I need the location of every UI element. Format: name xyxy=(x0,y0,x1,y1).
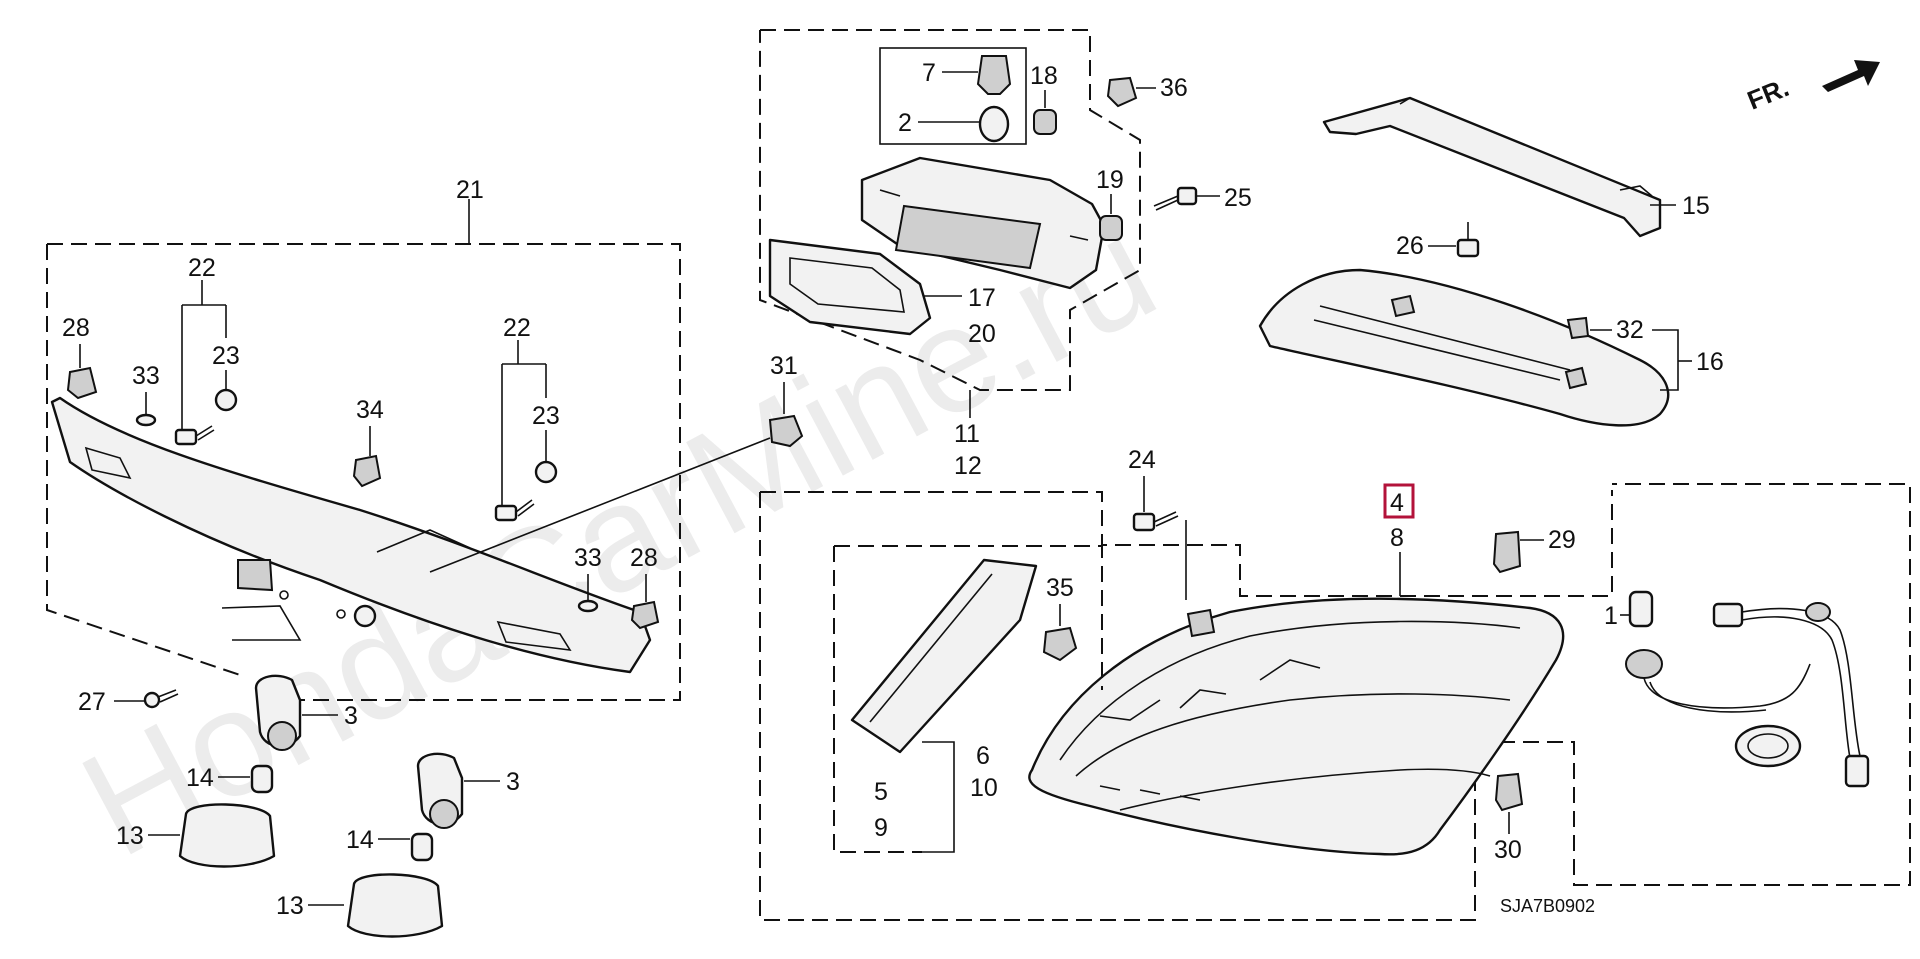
washer-33-right xyxy=(577,599,599,613)
grommet-18 xyxy=(1033,109,1057,135)
label-2: 2 xyxy=(898,109,912,137)
bolt-22-left xyxy=(174,425,215,446)
trim-5 xyxy=(850,558,1038,754)
label-9: 9 xyxy=(874,814,888,842)
license-light-left: 3 14 13 xyxy=(116,674,358,868)
screw-27: 27 xyxy=(78,688,179,716)
socket-7 xyxy=(976,55,1012,95)
nut-29 xyxy=(1492,530,1522,574)
cover-16: 32 16 xyxy=(1258,268,1724,427)
label-33: 33 xyxy=(132,362,160,390)
label-36: 36 xyxy=(1160,74,1188,102)
label-23: 23 xyxy=(532,402,560,430)
bolt-22-right xyxy=(494,499,535,522)
clip-28-left xyxy=(66,366,98,400)
wire-harness xyxy=(1625,602,1870,788)
bolt-26: 26 xyxy=(1396,222,1480,260)
label-26: 26 xyxy=(1396,232,1424,260)
diagram-code: SJA7B0902 xyxy=(1500,896,1595,916)
front-arrow-icon xyxy=(1822,60,1880,92)
nut-30 xyxy=(1494,772,1524,812)
clip-28-right xyxy=(630,600,660,630)
label-34: 34 xyxy=(356,396,384,424)
label-17: 17 xyxy=(968,284,996,312)
clip-34 xyxy=(352,454,382,488)
label-22: 22 xyxy=(503,314,531,342)
nut-23-right xyxy=(534,460,558,484)
bulb-2 xyxy=(978,105,1010,143)
rear-garnish-bar xyxy=(50,396,652,674)
label-30: 30 xyxy=(1494,836,1522,864)
label-14: 14 xyxy=(186,764,214,792)
license-light-right: 3 14 13 xyxy=(276,752,520,938)
label-1: 1 xyxy=(1604,602,1618,630)
label-10: 10 xyxy=(970,774,998,802)
label-18: 18 xyxy=(1030,62,1058,90)
label-8: 8 xyxy=(1390,524,1404,552)
label-25: 25 xyxy=(1224,184,1252,212)
label-4: 4 xyxy=(1390,489,1404,517)
label-14: 14 xyxy=(346,826,374,854)
label-7: 7 xyxy=(922,59,936,87)
nut-36: 36 xyxy=(1106,74,1188,108)
label-32: 32 xyxy=(1616,316,1644,344)
label-20: 20 xyxy=(968,320,996,348)
label-27: 27 xyxy=(78,688,106,716)
label-15: 15 xyxy=(1682,192,1710,220)
part-4-highlight-box xyxy=(1383,483,1415,519)
label-28: 28 xyxy=(630,544,658,572)
clip-31: 31 xyxy=(429,352,804,573)
group-garnish-assembly: 21 22 23 28 33 34 22 23 33 28 xyxy=(46,176,681,701)
direction-label: FR. xyxy=(1743,72,1793,116)
grommet-19 xyxy=(1099,215,1123,241)
taillight-housing xyxy=(1028,597,1565,856)
label-33: 33 xyxy=(574,544,602,572)
label-3: 3 xyxy=(344,702,358,730)
bracket-15: 15 xyxy=(1322,96,1710,238)
label-6: 6 xyxy=(976,742,990,770)
label-22: 22 xyxy=(188,254,216,282)
washer-33-left xyxy=(135,413,157,427)
label-11: 11 xyxy=(954,420,980,448)
label-31: 31 xyxy=(770,352,798,380)
screw-25: 25 xyxy=(1153,184,1252,212)
group-high-mount-lamp: 7 2 17 20 18 19 11 12 xyxy=(759,29,1141,480)
label-5: 5 xyxy=(874,778,888,806)
label-28: 28 xyxy=(62,314,90,342)
label-21: 21 xyxy=(456,176,484,204)
label-3: 3 xyxy=(506,768,520,796)
nut-23-left xyxy=(214,388,238,412)
label-19: 19 xyxy=(1096,166,1124,194)
label-29: 29 xyxy=(1548,526,1576,554)
front-direction-indicator: FR. xyxy=(1743,60,1880,116)
group-taillight-assembly: 4 8 24 29 30 35 5 9 6 xyxy=(759,446,1911,921)
label-13: 13 xyxy=(116,822,144,850)
label-12: 12 xyxy=(954,452,982,480)
bulb-1: 1 xyxy=(1604,590,1654,630)
label-13: 13 xyxy=(276,892,304,920)
label-16: 16 xyxy=(1696,348,1724,376)
label-23: 23 xyxy=(212,342,240,370)
clip-35 xyxy=(1042,626,1078,662)
label-24: 24 xyxy=(1128,446,1156,474)
screw-24 xyxy=(1132,512,1156,532)
label-35: 35 xyxy=(1046,574,1074,602)
